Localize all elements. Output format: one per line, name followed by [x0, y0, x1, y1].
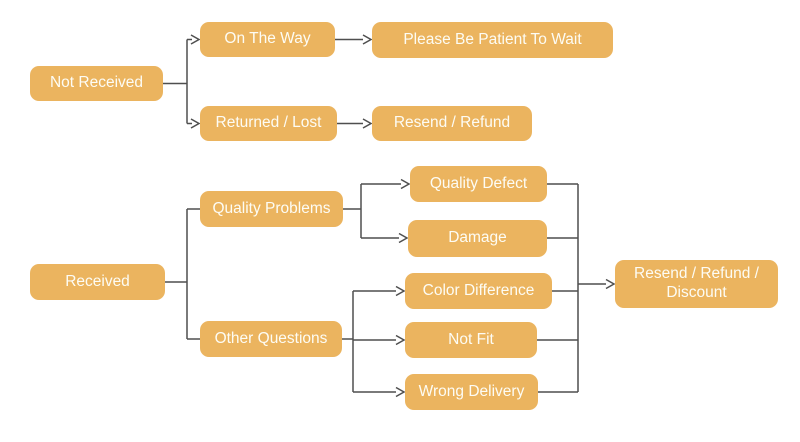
connector-received-branch	[165, 208, 200, 340]
connector-quality-problems-branch	[343, 178, 411, 244]
connector-not-received-branch	[163, 34, 201, 129]
connector-on-the-way-to-please-wait	[335, 34, 373, 45]
node-received: Received	[30, 264, 165, 300]
node-not-received: Not Received	[30, 66, 163, 101]
node-quality-defect: Quality Defect	[410, 166, 547, 202]
node-returned-lost: Returned / Lost	[200, 106, 337, 141]
connector-collector-to-resend-refund-discount	[537, 183, 616, 393]
node-not-fit: Not Fit	[405, 322, 537, 358]
connector-returned-lost-to-resend-refund	[337, 118, 373, 129]
node-quality-problems: Quality Problems	[200, 191, 343, 227]
node-other-questions: Other Questions	[200, 321, 342, 357]
node-color-difference: Color Difference	[405, 273, 552, 309]
node-damage: Damage	[408, 220, 547, 257]
node-resend-refund: Resend / Refund	[372, 106, 532, 141]
node-please-be-patient-to-wait: Please Be Patient To Wait	[372, 22, 613, 58]
connector-other-questions-branch	[342, 285, 406, 398]
node-wrong-delivery: Wrong Delivery	[405, 374, 538, 410]
node-resend-refund-discount: Resend / Refund / Discount	[615, 260, 778, 308]
node-on-the-way: On The Way	[200, 22, 335, 57]
